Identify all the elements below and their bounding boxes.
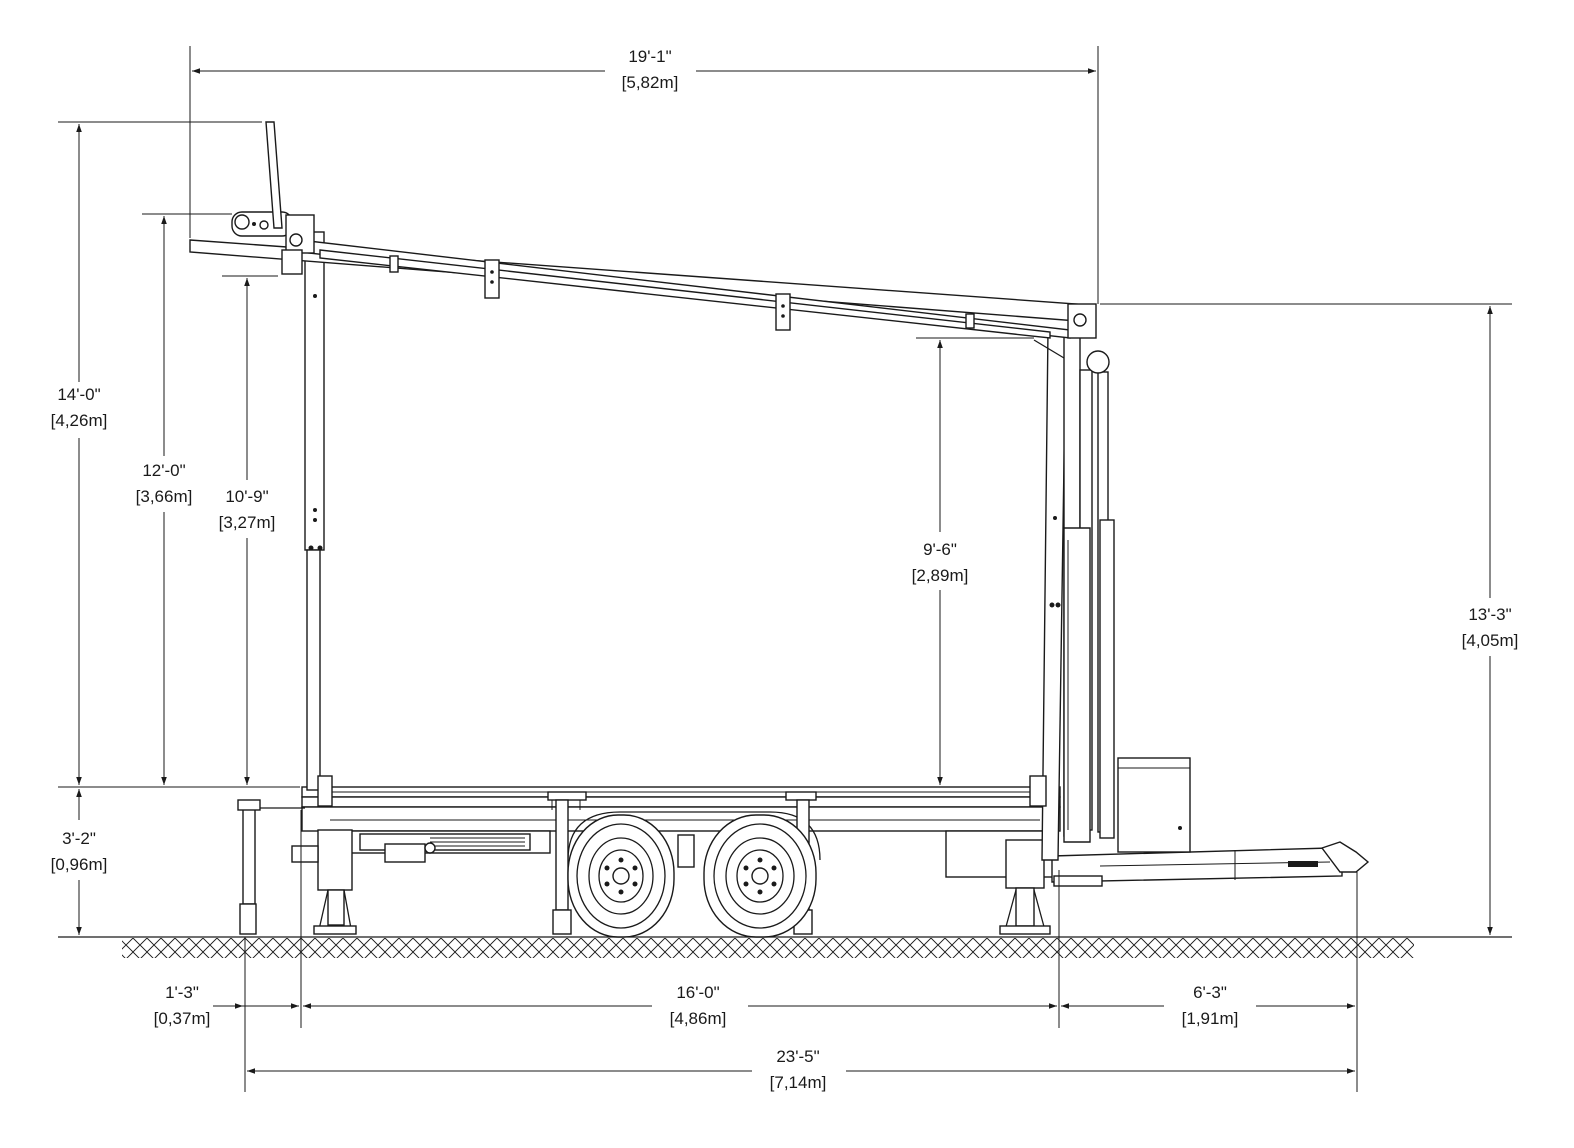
dim-deck-length: 16'-0" [4,86m]	[303, 983, 1057, 1028]
dim-deck-height-imperial: 3'-2"	[62, 829, 96, 848]
trailer-chassis	[237, 757, 1370, 935]
ground-hatch	[58, 936, 1512, 958]
dim-rear-clearance-imperial: 9'-6"	[923, 540, 957, 559]
dim-tongue-height-metric: [4,05m]	[1462, 631, 1519, 650]
dim-clear-height-imperial: 10'-9"	[225, 487, 268, 506]
dim-tongue-height-imperial: 13'-3"	[1468, 605, 1511, 624]
dim-total-length: 23'-5" [7,14m]	[247, 1047, 1355, 1092]
dim-canopy-height-imperial: 12'-0"	[142, 461, 185, 480]
dim-clear-height: 10'-9" [3,27m]	[219, 275, 278, 785]
dim-tongue-length-imperial: 6'-3"	[1193, 983, 1227, 1002]
dim-total-length-metric: [7,14m]	[770, 1073, 827, 1092]
dim-total-height-metric: [4,26m]	[51, 411, 108, 430]
dim-tongue-length: 6'-3" [1,91m]	[1061, 983, 1355, 1028]
dim-tongue-height: 13'-3" [4,05m]	[1100, 303, 1519, 938]
wheel-front	[567, 814, 675, 938]
dim-total-height: 14'-0" [4,26m]	[51, 121, 300, 788]
dim-total-length-imperial: 23'-5"	[776, 1047, 819, 1066]
dim-deck-height-metric: [0,96m]	[51, 855, 108, 874]
dim-canopy-height-metric: [3,66m]	[136, 487, 193, 506]
dim-front-overhang-metric: [0,37m]	[154, 1009, 211, 1028]
dim-front-overhang: 1'-3" [0,37m]	[154, 983, 299, 1028]
dim-overall-width: 19'-1" [5,82m]	[189, 46, 1099, 304]
wheel-rear	[703, 814, 817, 938]
dim-overall-width-metric: [5,82m]	[622, 73, 679, 92]
dim-rear-clearance: 9'-6" [2,89m]	[912, 337, 1034, 785]
dim-overall-width-imperial: 19'-1"	[628, 47, 671, 66]
dim-total-height-imperial: 14'-0"	[57, 385, 100, 404]
dim-clear-height-metric: [3,27m]	[219, 513, 276, 532]
dim-bottom-extensions	[244, 810, 1358, 1092]
dim-front-overhang-imperial: 1'-3"	[165, 983, 199, 1002]
dim-tongue-length-metric: [1,91m]	[1182, 1009, 1239, 1028]
dim-canopy-height: 12'-0" [3,66m]	[136, 213, 232, 785]
dim-rear-clearance-metric: [2,89m]	[912, 566, 969, 585]
dim-deck-length-imperial: 16'-0"	[676, 983, 719, 1002]
canopy-frame	[189, 121, 1115, 861]
dim-deck-length-metric: [4,86m]	[670, 1009, 727, 1028]
dim-deck-height: 3'-2" [0,96m]	[51, 789, 108, 935]
